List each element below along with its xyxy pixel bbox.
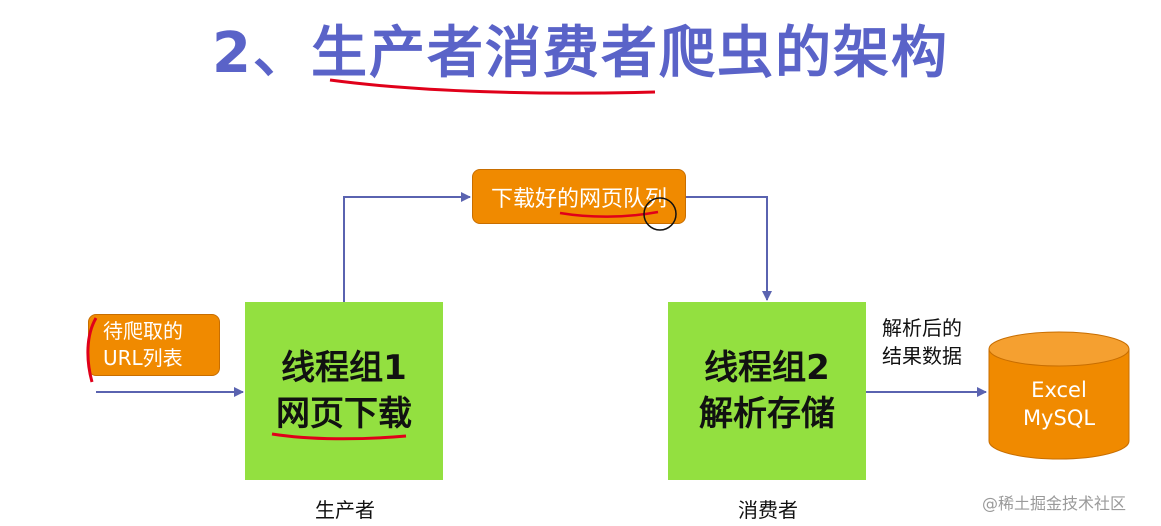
result-label-line2: 结果数据 <box>882 344 962 368</box>
database-cylinder-icon <box>988 331 1130 460</box>
database-label: Excel MySQL <box>988 376 1130 432</box>
database-line2: MySQL <box>1022 406 1096 430</box>
consumer-caption: 消费者 <box>738 498 798 522</box>
cursor-circle-annotation <box>643 197 677 231</box>
url-box-line1: 待爬取的 <box>103 319 183 343</box>
url-box-line2: URL列表 <box>103 346 183 370</box>
url-box-bracket-annotation <box>86 317 98 383</box>
database-line1: Excel <box>1031 378 1087 402</box>
queue-underline-annotation <box>559 210 659 218</box>
thread-group-1-task: 网页下载 <box>276 394 412 434</box>
thread-group-2-name: 线程组2 <box>704 348 830 388</box>
parsed-result-label: 解析后的 结果数据 <box>882 314 962 370</box>
task-underline-annotation <box>271 432 407 441</box>
thread-group-2-task: 解析存储 <box>699 394 835 434</box>
thread-group-1-box: 线程组1 网页下载 <box>245 302 443 480</box>
title-underline-annotation <box>329 78 656 95</box>
queue-to-consumer-arrow <box>686 196 772 301</box>
producer-to-queue-arrow <box>343 192 471 302</box>
producer-caption: 生产者 <box>315 498 375 522</box>
pending-url-list: 待爬取的 URL列表 <box>88 314 220 376</box>
thread-group-2-box: 线程组2 解析存储 <box>668 302 866 480</box>
watermark: @稀土掘金技术社区 <box>982 494 1127 513</box>
result-label-line1: 解析后的 <box>882 316 962 340</box>
page-title: 2、生产者消费者爬虫的架构 <box>212 21 949 86</box>
thread-group-1-name: 线程组1 <box>281 348 407 388</box>
